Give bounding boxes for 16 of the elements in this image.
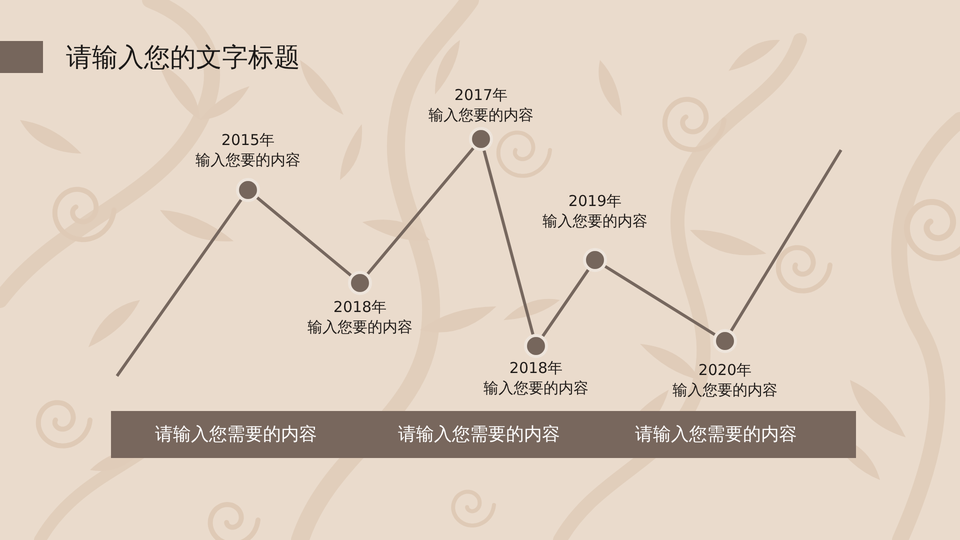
description-label: 输入您要的内容 <box>672 380 778 400</box>
year-label: 2018年 <box>333 297 387 317</box>
year-label: 2017年 <box>454 85 508 105</box>
description-label: 输入您要的内容 <box>196 150 300 170</box>
description-label: 输入您要的内容 <box>428 105 534 125</box>
band-text: 请输入您需要的内容 <box>398 422 560 446</box>
year-label: 2019年 <box>568 191 622 211</box>
year-label: 2018年 <box>509 358 563 378</box>
description-label: 输入您要的内容 <box>308 317 412 337</box>
year-label: 2020年 <box>698 360 752 380</box>
band-text: 请输入您需要的内容 <box>635 422 797 446</box>
band-text: 请输入您需要的内容 <box>155 422 317 446</box>
year-label: 2015年 <box>221 130 275 150</box>
description-label: 输入您要的内容 <box>484 378 588 398</box>
description-label: 输入您要的内容 <box>542 211 648 231</box>
title-text: 请输入您的文字标题 <box>66 42 300 75</box>
